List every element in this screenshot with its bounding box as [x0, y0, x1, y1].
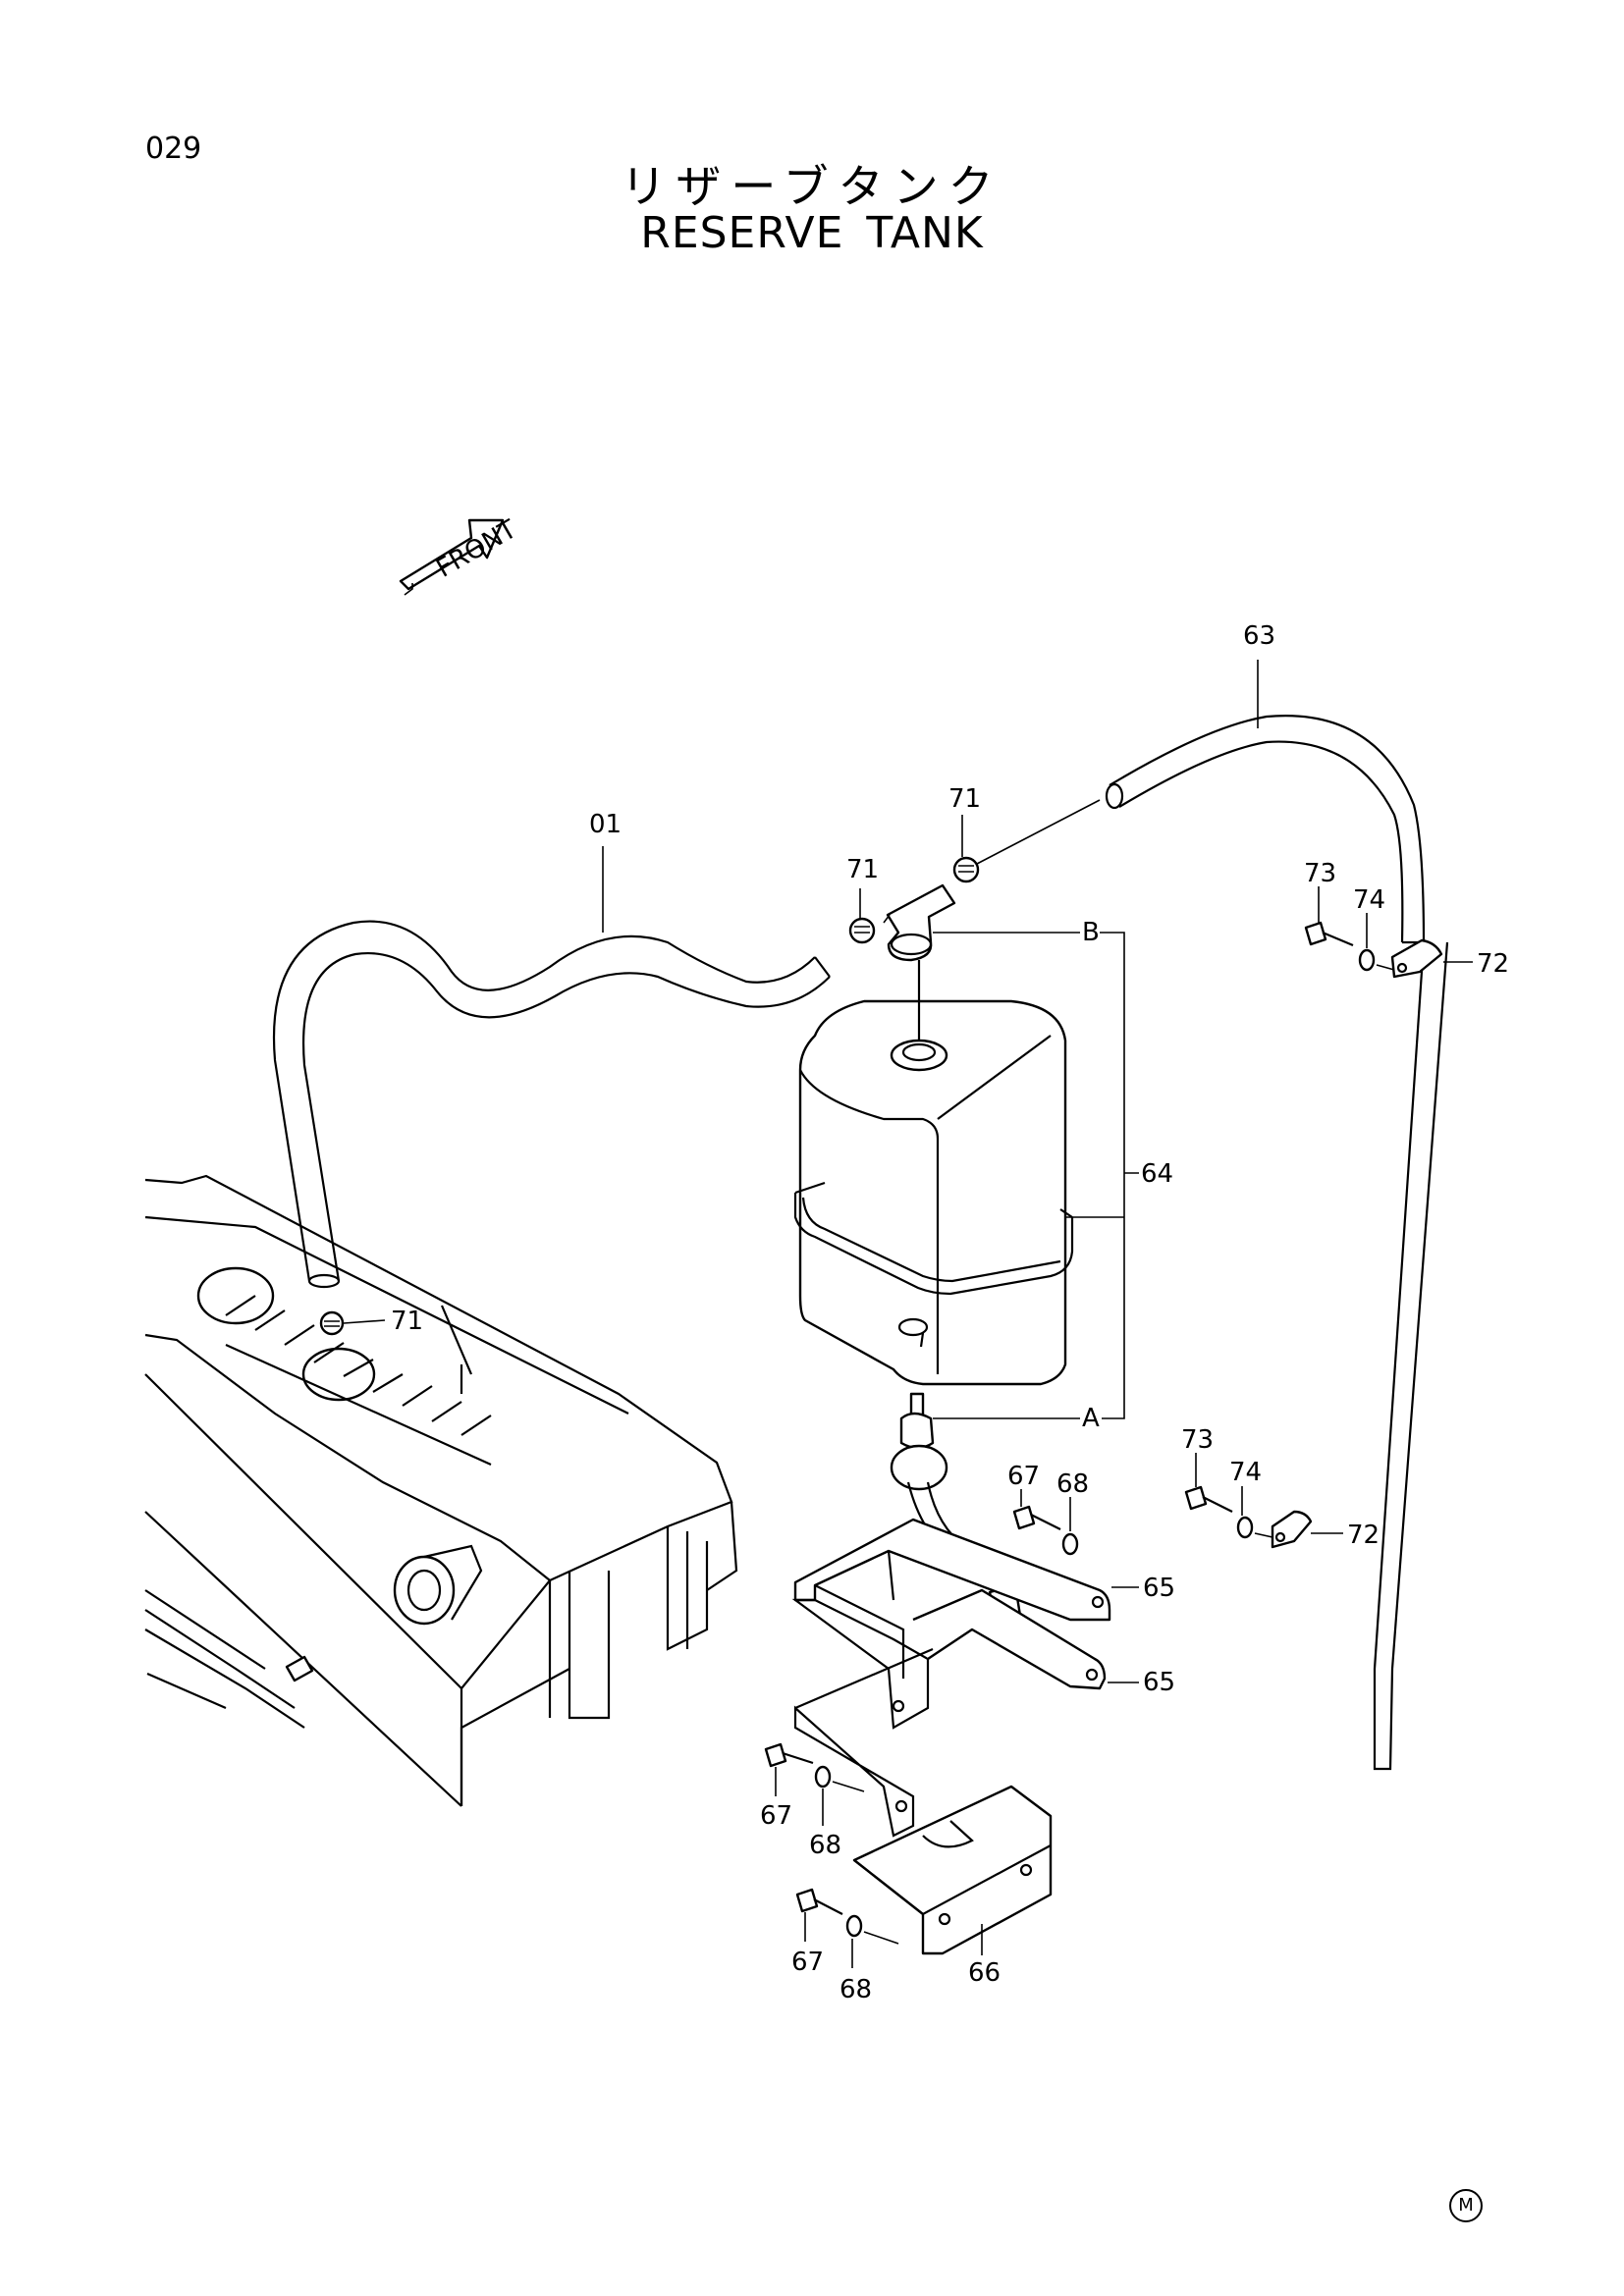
- title-word: RESERVE: [640, 208, 844, 258]
- callout-label: 67: [1007, 1462, 1040, 1491]
- callout-label: B: [1082, 918, 1100, 947]
- title-japanese: リザーブタンク: [621, 160, 1003, 213]
- callout-label: 68: [809, 1831, 841, 1860]
- callout-label: 72: [1477, 949, 1509, 979]
- overflow-hose-63: [1105, 715, 1449, 1771]
- page-number: 029: [145, 132, 202, 166]
- bracket-65: [791, 1518, 1111, 1730]
- reserve-tank-64: [793, 960, 1074, 1386]
- clip-72-icon: [1271, 1510, 1313, 1549]
- t-joint-icon: [883, 883, 956, 962]
- overflow-hose-01: [272, 920, 831, 1289]
- bolt-67-icon: [795, 1888, 899, 1945]
- callout-label: 67: [760, 1801, 792, 1831]
- leader-lines: [343, 660, 1473, 1968]
- callout-label: 74: [1353, 885, 1385, 915]
- callout-label: 71: [846, 855, 879, 884]
- callout-label: 72: [1347, 1521, 1380, 1550]
- bolt-73-icon: [1304, 921, 1395, 972]
- callout-label: 65: [1143, 1574, 1175, 1603]
- bolt-67-icon: [764, 1742, 865, 1792]
- callout-label: 66: [968, 1958, 1001, 1988]
- hose-clamp-icon: [952, 856, 980, 883]
- callout-label: A: [1082, 1404, 1100, 1433]
- hose-clamp-icon: [319, 1310, 345, 1336]
- callout-label: 73: [1181, 1425, 1214, 1455]
- callout-labels: 01 63 71 71 71 B A 64 73 74 72 73 74 72 …: [391, 621, 1509, 2004]
- title-word: TANK: [866, 208, 984, 258]
- bracket-65: [793, 1588, 1107, 1838]
- maker-mark-icon: M: [1449, 2189, 1483, 2222]
- callout-label: 01: [589, 810, 622, 839]
- callout-label: 67: [791, 1948, 824, 1977]
- title-english: RESERVE TANK: [0, 208, 1624, 258]
- clip-72-icon: [1390, 938, 1443, 979]
- callout-label: 74: [1229, 1458, 1262, 1487]
- radiator-outline: [144, 1174, 738, 1807]
- callout-label: 65: [1143, 1668, 1175, 1697]
- bolt-67-icon: [1012, 1505, 1079, 1556]
- callout-label: 64: [1141, 1159, 1173, 1189]
- callout-label: 71: [948, 784, 981, 814]
- bolt-73-icon: [1184, 1485, 1273, 1539]
- callout-label: 68: [839, 1975, 872, 2004]
- callout-label: 63: [1243, 621, 1275, 651]
- callout-label: 68: [1056, 1469, 1089, 1499]
- callout-label: 73: [1304, 859, 1336, 888]
- front-arrow-icon: FRONT: [399, 514, 522, 596]
- bracket-66: [852, 1785, 1053, 1955]
- hose-clamp-icon: [848, 917, 876, 944]
- callout-label: 71: [391, 1307, 423, 1336]
